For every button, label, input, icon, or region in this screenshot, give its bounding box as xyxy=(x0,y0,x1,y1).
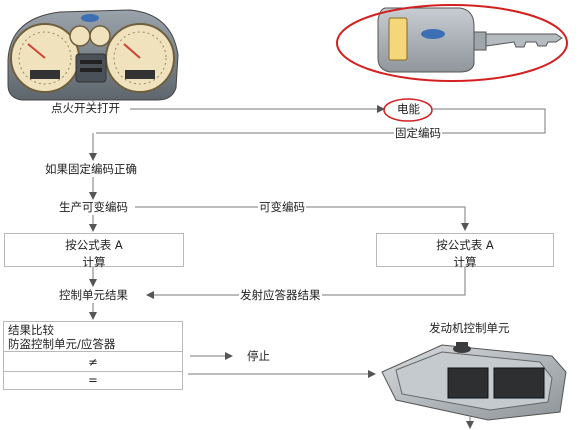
compare-title-line1: 结果比较 xyxy=(8,323,54,337)
formula-box-right: 按公式表 A 计算 xyxy=(376,233,554,269)
result-compare-table: 结果比较 防盗控制单元/应答器 ≠ = xyxy=(3,321,183,390)
dashboard-illustration xyxy=(7,9,179,101)
formula-box-right-line1: 按公式表 A xyxy=(436,238,494,252)
compare-not-equal-row: ≠ xyxy=(4,352,182,372)
compare-title-row: 结果比较 防盗控制单元/应答器 xyxy=(4,322,182,352)
engine-control-unit-label: 发动机控制单元 xyxy=(428,321,511,335)
formula-box-right-line2: 计算 xyxy=(453,255,477,269)
key-illustration xyxy=(377,7,563,73)
ecu-illustration xyxy=(381,342,567,421)
ignition-on-label: 点火开关打开 xyxy=(50,101,121,115)
formula-box-left-line2: 计算 xyxy=(82,255,106,269)
compare-equal-row: = xyxy=(4,372,182,389)
compare-title-line2: 防盗控制单元/应答器 xyxy=(8,337,116,351)
formula-box-left: 按公式表 A 计算 xyxy=(4,233,184,269)
stop-label: 停止 xyxy=(246,349,271,363)
not-equal-symbol: ≠ xyxy=(88,355,98,369)
equal-symbol: = xyxy=(88,373,98,387)
generate-rolling-code-label: 生产可变编码 xyxy=(58,200,129,214)
formula-box-left-line1: 按公式表 A xyxy=(65,238,123,252)
control-unit-result-label: 控制单元结果 xyxy=(58,288,129,302)
if-fixed-code-correct-label: 如果固定编码正确 xyxy=(44,162,138,176)
transponder-result-label: 发射应答器结果 xyxy=(239,288,322,302)
key-highlight-ellipse xyxy=(336,4,568,82)
fixed-code-label: 固定编码 xyxy=(394,126,442,140)
energy-label: 电能 xyxy=(397,102,420,116)
rolling-code-label: 可变编码 xyxy=(258,200,306,214)
